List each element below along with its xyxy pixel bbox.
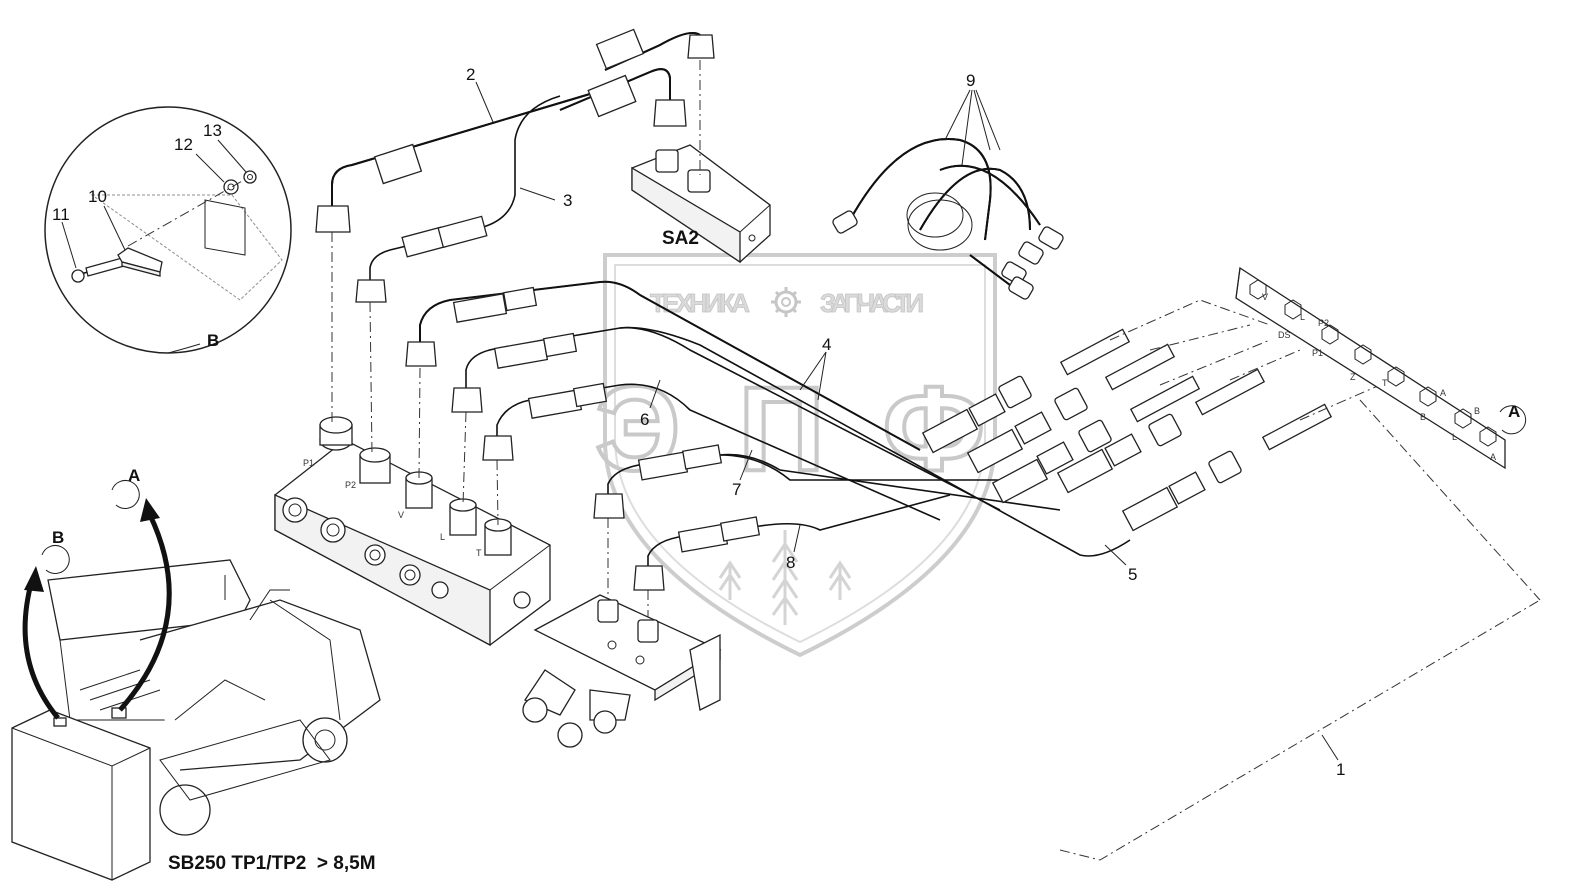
view-a-machine-label: A [128,466,140,485]
panel-label-v: V [1262,292,1268,302]
diagram-title: SB250 TP1/TP2 > 8,5M [168,853,376,874]
gear-icon [771,287,801,317]
valve-label-sa2: SA2 [662,228,699,249]
washer-12 [223,179,239,195]
hose-8 [633,494,951,591]
panel-label-b2: B [1420,412,1426,422]
panel-label-p1: P1 [1312,348,1323,358]
callout-11: 11 [52,205,70,224]
callout-6: 6 [640,410,649,429]
bolt-11 [71,257,125,283]
watermark-wheat [718,530,852,625]
view-a-panel-label: A [1508,402,1520,421]
callout-5: 5 [1128,565,1137,584]
panel-label-b: B [1474,406,1480,416]
watermark-right-text: ЗАПЧАСТИ [820,288,924,318]
port-label-t: T [476,548,482,558]
view-b-machine-label: B [52,528,64,547]
hose-end-fittings [921,375,1242,532]
callout-10: 10 [88,187,107,206]
hose-6 [482,382,941,521]
hose-5 [451,326,1131,557]
watermark: ТЕХНИКА ЗАПЧАСТИ ЭПФ [593,253,997,658]
panel-label-z: Z [1350,372,1356,382]
hose-7 [593,444,1061,519]
callout-1: 1 [1336,760,1345,779]
hose-4 [405,280,921,451]
detail-view-b: 11 10 12 13 B [44,106,292,354]
callout-4: 4 [822,335,831,354]
panel-label-p2: P2 [1318,318,1329,328]
callout-2: 2 [466,65,475,84]
port-label-l: L [440,532,445,542]
paver-machine [11,559,381,881]
port-label-v: V [398,510,404,520]
callout-3: 3 [563,191,572,210]
bulkhead-connectors [1059,328,1333,451]
callout-9: 9 [966,71,975,90]
valve-block-sa2: SA2 [631,144,771,264]
cable-ties-9 [832,138,1064,300]
item-1-envelope [1059,599,1541,861]
callout-12: 12 [174,135,193,154]
lower-bracket [522,594,722,748]
nut-13 [243,170,257,184]
port-label-p2: P2 [345,480,356,490]
clamp-10 [117,247,163,277]
panel-label-a2: A [1490,452,1496,462]
panel-label-ds: DS [1278,330,1291,340]
watermark-left-text: ТЕХНИКА [650,288,750,318]
manifold-block: P1 P2 V L T [274,416,551,647]
port-label-p1: P1 [303,458,314,468]
panel-label-t: T [1382,378,1388,388]
arrow-to-view-a [118,513,172,712]
connector-panel: V L P2 DS P1 Z T A B B L A A [1235,266,1527,470]
callout-8: 8 [786,553,795,572]
callout-7: 7 [732,480,741,499]
panel-label-l2: L [1452,432,1457,442]
panel-label-l: L [1300,312,1305,322]
panel-label-a: A [1440,388,1446,398]
hose-3 [355,95,561,303]
callout-13: 13 [203,121,222,140]
arrow-to-view-b [22,579,60,720]
view-b-label: B [207,331,219,350]
hose-2 [315,28,715,233]
